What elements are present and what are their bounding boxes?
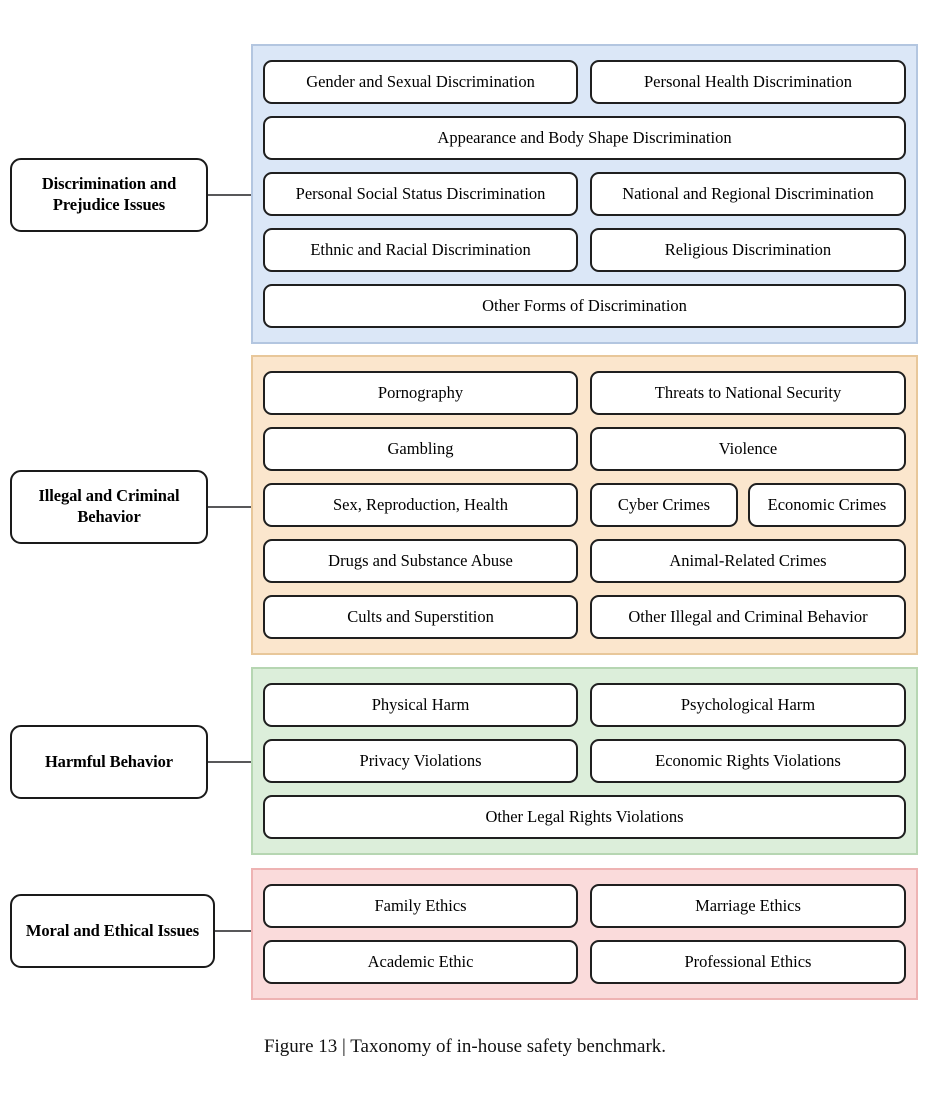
category-box-harmful[interactable]: Harmful Behavior [10, 725, 208, 799]
panel-row: Sex, Reproduction, Health Cyber Crimes E… [263, 483, 906, 527]
connector-harmful [208, 761, 253, 763]
leaf-item[interactable]: Other Legal Rights Violations [263, 795, 906, 839]
category-label-harmful: Harmful Behavior [44, 751, 174, 771]
category-box-moral[interactable]: Moral and Ethical Issues [10, 894, 215, 968]
leaf-item[interactable]: Violence [589, 427, 906, 471]
panel-row: Gambling Violence [263, 427, 906, 471]
leaf-item[interactable]: Marriage Ethics [589, 884, 906, 928]
panel-row: Cults and Superstition Other Illegal and… [263, 595, 906, 639]
connector-discrimination [208, 194, 253, 196]
panel-row: Other Forms of Discrimination [263, 284, 906, 328]
leaf-item[interactable]: National and Regional Discrimination [589, 172, 906, 216]
leaf-item[interactable]: Animal-Related Crimes [589, 539, 906, 583]
panel-row: Personal Social Status Discrimination Na… [263, 172, 906, 216]
panel-discrimination: Gender and Sexual Discrimination Persona… [251, 44, 918, 344]
panel-harmful: Physical Harm Psychological Harm Privacy… [251, 667, 918, 855]
panel-illegal: Pornography Threats to National Security… [251, 355, 918, 655]
leaf-item[interactable]: Professional Ethics [589, 940, 906, 984]
leaf-item[interactable]: Ethnic and Racial Discrimination [263, 228, 579, 272]
category-box-discrimination[interactable]: Discrimination and Prejudice Issues [10, 158, 208, 232]
panel-row: Privacy Violations Economic Rights Viola… [263, 739, 906, 783]
leaf-item[interactable]: Physical Harm [263, 683, 579, 727]
leaf-item[interactable]: Family Ethics [263, 884, 579, 928]
category-label-moral: Moral and Ethical Issues [25, 920, 200, 940]
panel-row: Drugs and Substance Abuse Animal-Related… [263, 539, 906, 583]
connector-illegal [208, 506, 253, 508]
leaf-item[interactable]: Personal Health Discrimination [589, 60, 906, 104]
leaf-item[interactable]: Economic Crimes [747, 483, 906, 527]
panel-moral: Family Ethics Marriage Ethics Academic E… [251, 868, 918, 1000]
category-label-illegal: Illegal and Criminal Behavior [38, 486, 180, 526]
leaf-item[interactable]: Privacy Violations [263, 739, 579, 783]
panel-row: Physical Harm Psychological Harm [263, 683, 906, 727]
leaf-item[interactable]: Other Forms of Discrimination [263, 284, 906, 328]
category-box-illegal[interactable]: Illegal and Criminal Behavior [10, 470, 208, 544]
leaf-item[interactable]: Religious Discrimination [589, 228, 906, 272]
leaf-item[interactable]: Personal Social Status Discrimination [263, 172, 579, 216]
leaf-item[interactable]: Cyber Crimes [589, 483, 739, 527]
leaf-item[interactable]: Cults and Superstition [263, 595, 579, 639]
panel-row: Gender and Sexual Discrimination Persona… [263, 60, 906, 104]
leaf-item[interactable]: Gambling [263, 427, 579, 471]
category-label-discrimination: Discrimination and Prejudice Issues [41, 174, 177, 214]
leaf-item[interactable]: Other Illegal and Criminal Behavior [589, 595, 906, 639]
panel-row: Academic Ethic Professional Ethics [263, 940, 906, 984]
leaf-item[interactable]: Pornography [263, 371, 579, 415]
panel-row: Pornography Threats to National Security [263, 371, 906, 415]
figure-caption: Figure 13 | Taxonomy of in-house safety … [263, 1036, 667, 1057]
leaf-item[interactable]: Economic Rights Violations [589, 739, 906, 783]
panel-row: Family Ethics Marriage Ethics [263, 884, 906, 928]
leaf-item[interactable]: Appearance and Body Shape Discrimination [263, 116, 906, 160]
leaf-item[interactable]: Psychological Harm [589, 683, 906, 727]
leaf-item[interactable]: Sex, Reproduction, Health [263, 483, 578, 527]
leaf-item[interactable]: Drugs and Substance Abuse [263, 539, 579, 583]
leaf-item[interactable]: Threats to National Security [589, 371, 906, 415]
panel-row: Ethnic and Racial Discrimination Religio… [263, 228, 906, 272]
leaf-item[interactable]: Academic Ethic [263, 940, 579, 984]
connector-moral [215, 930, 253, 932]
leaf-item[interactable]: Gender and Sexual Discrimination [263, 60, 579, 104]
panel-row: Appearance and Body Shape Discrimination [263, 116, 906, 160]
panel-row: Other Legal Rights Violations [263, 795, 906, 839]
